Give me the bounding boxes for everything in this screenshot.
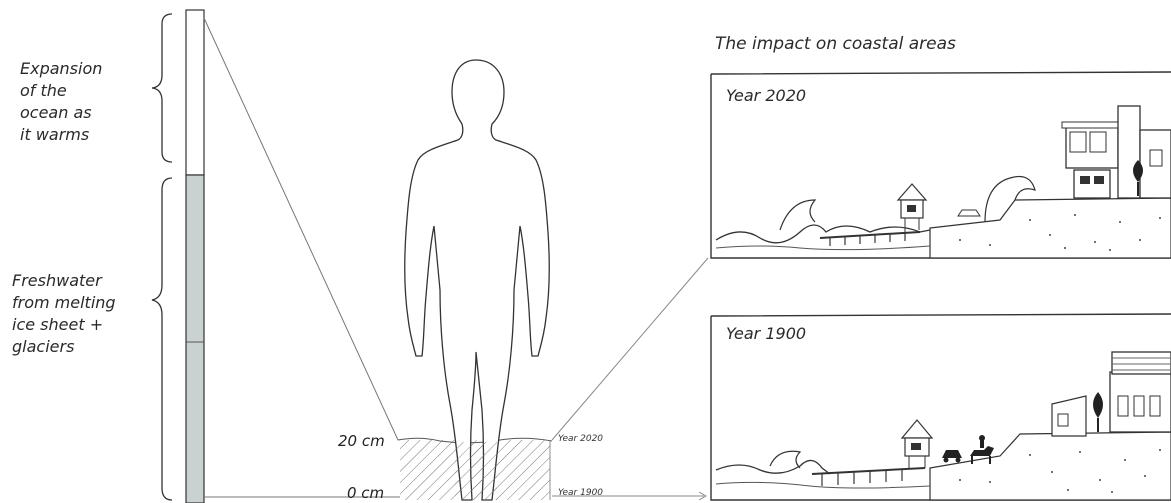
sea-level-bar: [186, 10, 204, 503]
brace-freshwater: [152, 178, 172, 500]
label-expansion: Expansion of the ocean as it warms: [20, 58, 102, 146]
waves-1900: [716, 460, 830, 474]
year-label-2020: Year 2020: [558, 434, 603, 444]
scale-label-0cm: 0 cm: [347, 484, 384, 502]
bar-expansion-segment: [186, 10, 204, 175]
label-freshwater: Freshwater from melting ice sheet + glac…: [12, 270, 116, 358]
bar-freshwater-segment: [186, 175, 204, 503]
zoom-line-2020: [552, 258, 708, 440]
hill-2020: [930, 198, 1171, 258]
year-label-1900: Year 1900: [558, 488, 603, 498]
brace-expansion: [152, 14, 172, 162]
panel-1900-title: Year 1900: [726, 324, 806, 343]
human-figure: [405, 60, 550, 500]
panel-2020-title: Year 2020: [726, 86, 806, 105]
zoom-line-top: [204, 18, 398, 440]
impact-title: The impact on coastal areas: [715, 34, 956, 54]
hill-1900: [930, 432, 1171, 500]
scale-label-20cm: 20 cm: [338, 432, 385, 450]
